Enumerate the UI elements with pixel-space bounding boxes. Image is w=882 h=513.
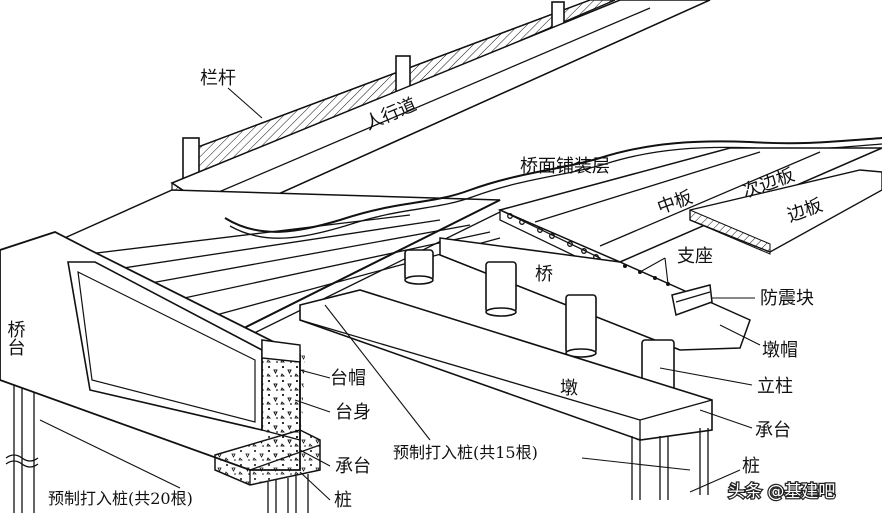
label-pile-cap-left: 承台 xyxy=(335,456,371,477)
seismic-block-shape xyxy=(671,284,713,317)
label-railing: 栏杆 xyxy=(200,68,236,89)
label-pier: 墩 xyxy=(560,378,578,399)
label-abutment-cap: 台帽 xyxy=(330,368,366,389)
slab-holes xyxy=(507,213,599,260)
piles-left xyxy=(5,385,309,513)
label-pier-cap: 墩帽 xyxy=(762,340,798,361)
label-abutment-body: 台身 xyxy=(335,402,371,423)
label-column: 立柱 xyxy=(757,376,793,397)
watermark: 头条 @基建吧 xyxy=(728,482,835,502)
columns xyxy=(404,249,675,397)
label-piles-left: 预制打入桩(共20根) xyxy=(48,489,193,508)
label-seismic-block: 防震块 xyxy=(760,288,814,309)
label-piles-right: 预制打入桩(共15根) xyxy=(393,443,538,462)
abutment xyxy=(0,231,321,513)
label-bearing: 支座 xyxy=(677,246,713,267)
label-pile-right: 桩 xyxy=(742,456,760,477)
leader-lines xyxy=(39,87,761,501)
label-bridge: 桥 xyxy=(535,264,553,285)
pile-cap-right xyxy=(299,289,713,500)
pier xyxy=(404,237,751,397)
label-pile-left: 桩 xyxy=(334,490,352,511)
label-deck-pavement: 桥面铺装层 xyxy=(520,156,610,177)
right-deck-slabs xyxy=(497,147,882,270)
label-abutment-1: 桥台 xyxy=(5,320,26,356)
label-pile-cap-right: 承台 xyxy=(755,420,791,441)
